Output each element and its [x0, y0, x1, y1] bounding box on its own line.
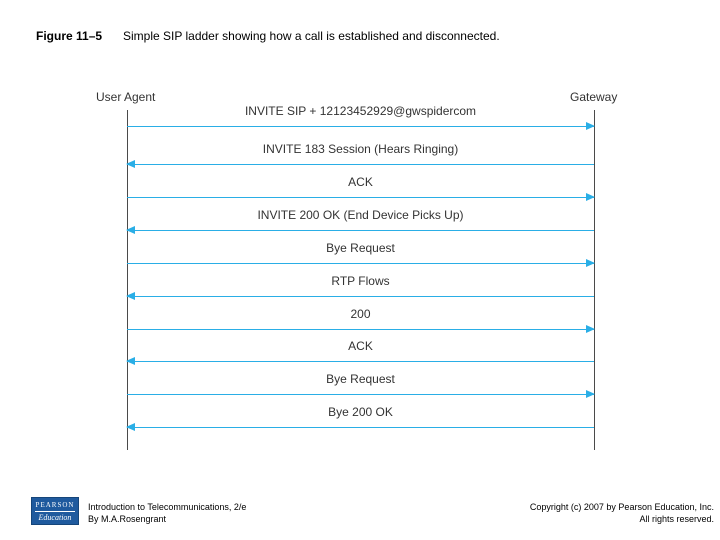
- message-arrow-line: [127, 394, 594, 395]
- message-arrow-line: [127, 329, 594, 330]
- message-arrow-line: [127, 197, 594, 198]
- lifeline-gateway: [594, 110, 595, 450]
- message-arrow-line: [127, 263, 594, 264]
- message-label: INVITE 200 OK (End Device Picks Up): [257, 208, 464, 222]
- book-title: Introduction to Telecommunications, 2/e: [88, 502, 247, 512]
- lifeline-user-agent: [127, 110, 128, 450]
- figure-caption: Simple SIP ladder showing how a call is …: [123, 29, 500, 43]
- message-label: ACK: [348, 339, 373, 353]
- arrowhead-icon: [586, 390, 595, 398]
- message-label: Bye Request: [326, 241, 395, 255]
- arrowhead-icon: [126, 292, 135, 300]
- arrowhead-icon: [586, 122, 595, 130]
- message-arrow-line: [127, 126, 594, 127]
- actor-user-agent: User Agent: [96, 90, 156, 104]
- message-label: 200: [350, 307, 371, 321]
- arrowhead-icon: [586, 259, 595, 267]
- message-label: Bye 200 OK: [328, 405, 393, 419]
- actor-gateway: Gateway: [570, 90, 618, 104]
- arrowhead-icon: [586, 193, 595, 201]
- message-arrow-line: [127, 361, 594, 362]
- arrowhead-icon: [586, 325, 595, 333]
- logo-top-text: PEARSON: [35, 501, 75, 509]
- figure-label: Figure 11–5: [36, 29, 103, 43]
- message-arrow-line: [127, 230, 594, 231]
- logo-divider: [35, 511, 75, 512]
- message-arrow-line: [127, 296, 594, 297]
- message-arrow-line: [127, 427, 594, 428]
- rights-text: All rights reserved.: [639, 514, 714, 524]
- message-label: ACK: [348, 175, 373, 189]
- arrowhead-icon: [126, 160, 135, 168]
- footer-copyright: Copyright (c) 2007 by Pearson Education,…: [530, 501, 714, 525]
- logo-bottom-text: Education: [38, 513, 72, 522]
- message-label: Bye Request: [326, 372, 395, 386]
- arrowhead-icon: [126, 357, 135, 365]
- copyright-text: Copyright (c) 2007 by Pearson Education,…: [529, 502, 714, 512]
- message-label: INVITE SIP + 12123452929@gwspidercom: [244, 104, 477, 118]
- message-label: RTP Flows: [331, 274, 390, 288]
- footer-book-info: Introduction to Telecommunications, 2/e …: [88, 501, 246, 525]
- pearson-logo: PEARSON Education: [31, 497, 79, 525]
- message-label: INVITE 183 Session (Hears Ringing): [262, 142, 459, 156]
- message-arrow-line: [127, 164, 594, 165]
- arrowhead-icon: [126, 423, 135, 431]
- arrowhead-icon: [126, 226, 135, 234]
- book-author: By M.A.Rosengrant: [88, 514, 167, 524]
